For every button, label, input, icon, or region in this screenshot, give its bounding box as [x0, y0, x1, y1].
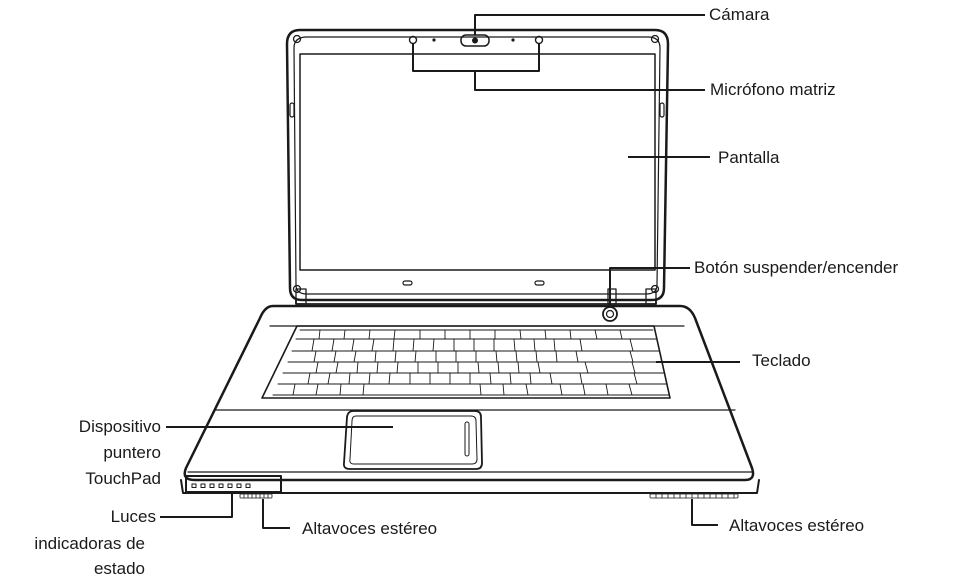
label-speakers-right: Altavoces estéreo: [729, 516, 865, 535]
label-speakers-left: Altavoces estéreo: [302, 519, 438, 538]
microphone-left: [408, 35, 418, 45]
camera-lens: [472, 37, 478, 44]
laptop-lid: [285, 28, 670, 302]
label-status-leds-line1: Luces: [110, 507, 156, 526]
label-touchpad-line2: puntero: [103, 443, 161, 462]
label-touchpad-line3: TouchPad: [85, 469, 161, 488]
power-button-leader: [609, 267, 690, 307]
touchpad: [342, 410, 483, 470]
label-power-button: Botón suspender/encender: [694, 258, 899, 277]
camera-leader: [474, 14, 705, 35]
label-camera: Cámara: [709, 5, 770, 24]
screen-panel: [299, 53, 656, 271]
mic-array-leader: [412, 44, 540, 72]
label-screen: Pantalla: [718, 148, 780, 167]
status-leds: [191, 483, 251, 488]
power-button: [602, 306, 618, 322]
label-microphone-array: Micrófono matriz: [710, 80, 836, 99]
keyboard-area: [261, 325, 671, 399]
label-status-leds-line2: indicadoras de: [34, 534, 145, 553]
speaker-grille-right: [649, 493, 739, 499]
keyboard-keys: [272, 329, 670, 396]
callout-lines: [160, 14, 740, 529]
speaker-grille-left: [239, 493, 273, 499]
laptop-base: [180, 304, 760, 499]
microphone-right: [534, 35, 544, 45]
speakers-left-leader: [262, 499, 290, 529]
label-touchpad-line1: Dispositivo: [78, 417, 161, 436]
laptop-hinge: [295, 288, 657, 305]
speakers-right-leader: [691, 499, 718, 526]
label-keyboard: Teclado: [752, 351, 811, 370]
label-status-leds-line3: estado: [93, 559, 145, 578]
status-leds-bracket: [185, 475, 282, 493]
status-leds-leader: [160, 492, 233, 518]
